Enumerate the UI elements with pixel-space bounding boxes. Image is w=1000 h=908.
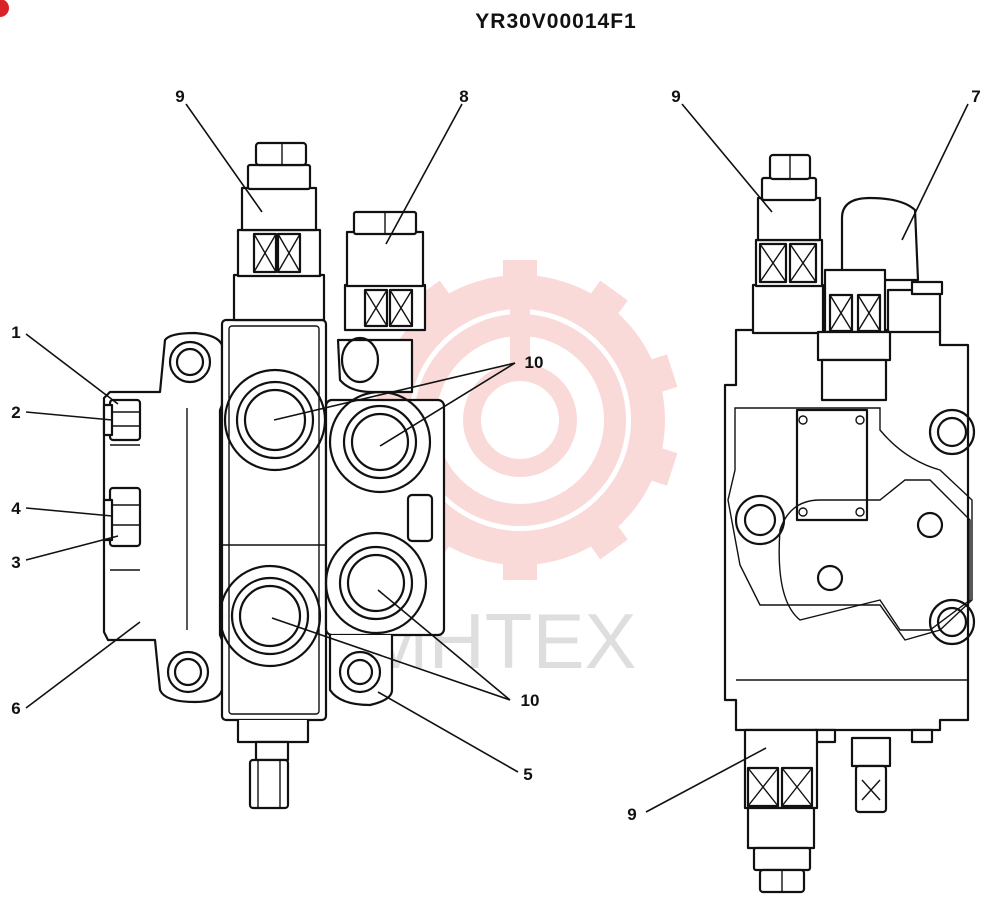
leader-lines xyxy=(25,103,969,813)
callout-10-lower: 10 xyxy=(521,691,540,710)
watermark-gear-tooth xyxy=(503,260,537,308)
callout-2: 2 xyxy=(11,403,20,422)
watermark-gear-tooth xyxy=(572,280,628,340)
relief-valve xyxy=(336,210,427,394)
valve-body-left xyxy=(220,318,328,810)
callout-4: 4 xyxy=(11,499,21,518)
port-right-lower xyxy=(324,531,428,635)
callout-8: 8 xyxy=(459,87,468,106)
plate-bolt-lower xyxy=(102,486,142,548)
callout-7: 7 xyxy=(971,87,980,106)
spool-cap-left xyxy=(232,141,326,322)
right-view-valve-assembly xyxy=(723,153,976,894)
callout-6: 6 xyxy=(11,699,20,718)
watermark-gear-tooth xyxy=(621,354,678,402)
callout-10-upper: 10 xyxy=(525,353,544,372)
spool-cap-right-top xyxy=(751,153,825,335)
callout-numbers: 1 2 4 3 6 9 8 10 10 5 9 7 9 xyxy=(11,87,980,824)
valve-body-side-section xyxy=(324,398,446,707)
watermark-gear-tooth xyxy=(572,500,628,560)
callout-3: 3 xyxy=(11,553,20,572)
port-left-lower xyxy=(218,564,322,668)
callout-9-left: 9 xyxy=(175,87,184,106)
valve-body-right xyxy=(723,328,976,744)
bottom-stub-right xyxy=(850,736,892,814)
callout-9-right-bottom: 9 xyxy=(627,805,636,824)
callout-1: 1 xyxy=(11,323,20,342)
callout-9-right-top: 9 xyxy=(671,87,680,106)
watermark-gear-tooth xyxy=(621,438,678,486)
corner-marker xyxy=(0,0,9,17)
left-view-valve-assembly xyxy=(102,141,446,810)
watermark-gear-tooth xyxy=(412,280,468,340)
drawing-code: YR30V00014F1 xyxy=(475,10,636,33)
port-left-upper xyxy=(223,368,327,472)
pilot-valve xyxy=(816,196,944,402)
watermark-gear-tooth xyxy=(503,532,537,580)
callout-5: 5 xyxy=(523,765,532,784)
spool-cap-right-bottom xyxy=(743,728,819,894)
